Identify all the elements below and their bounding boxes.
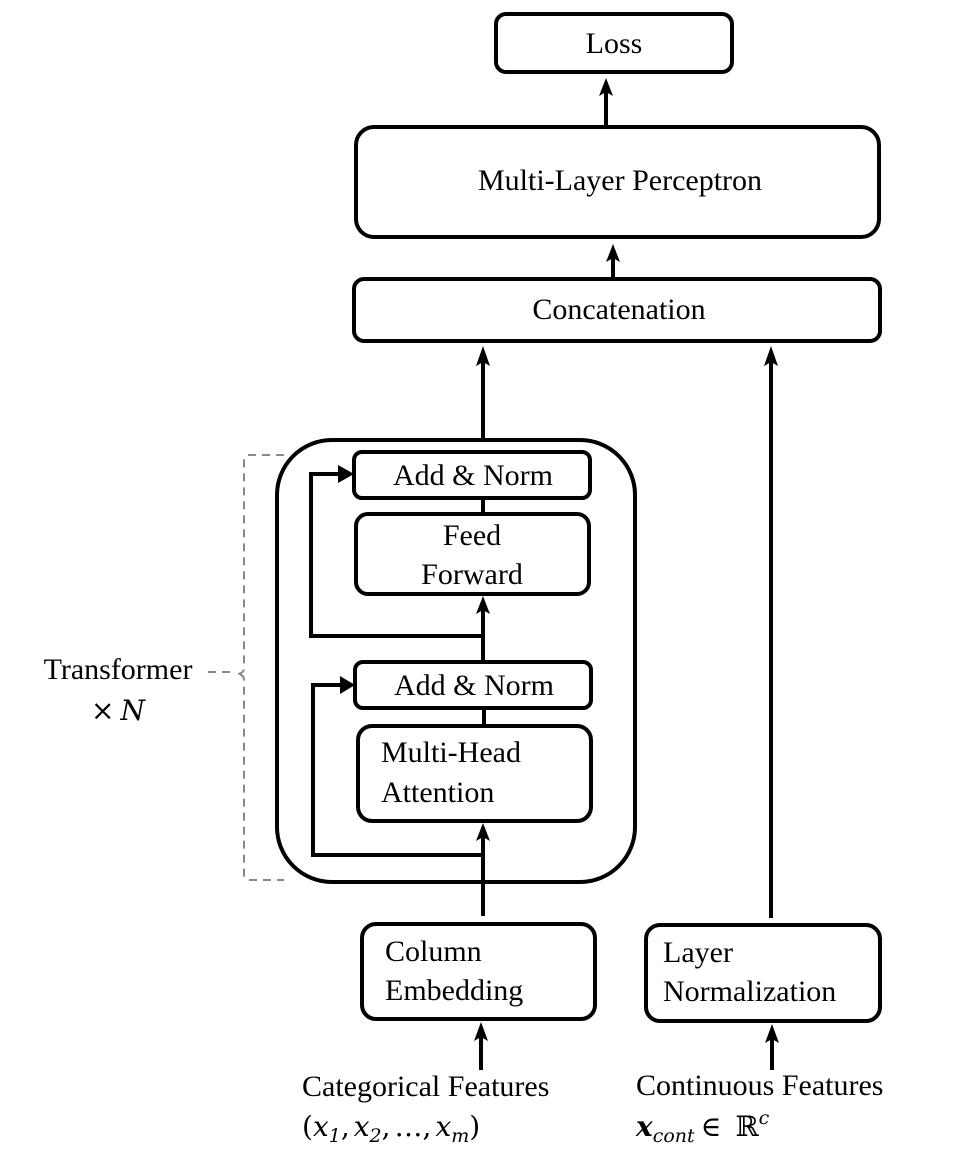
edge-mlp-to-loss [599,78,613,126]
edge-transformer-to-concat [476,346,490,454]
arrowhead-icon [606,244,620,262]
sub-2: 2 [369,1125,382,1147]
edge-layernorm-to-concat [764,346,778,918]
column-embedding-label-line1: Column [385,935,482,968]
residual-connection-top [309,472,483,638]
layer-normalization-label-line2: Normalization [663,975,836,1008]
loss-box [494,12,734,74]
feed-forward-box [354,512,591,596]
arrowhead-icon [474,1022,488,1041]
sub-1: 1 [329,1125,341,1147]
open-paren: ( [302,1110,313,1143]
arrowhead-icon [340,676,355,694]
concatenation-box [352,277,882,343]
mlp-node: Multi-Layer Perceptron [354,125,881,239]
continuous-features-label: Continuous Features [636,1069,884,1102]
categorical-features-label: Categorical Features [302,1070,549,1103]
arrowhead-icon [764,346,778,366]
layer-normalization-node: Layer Normalization [644,923,882,1023]
concatenation-label: Concatenation [532,293,705,326]
dashed-bracket [235,454,284,881]
arrowhead-icon [338,465,354,483]
transformer-block: Add & Norm Feed Forward Add & Norm Multi… [275,438,637,916]
comma: , [341,1110,350,1143]
transformer-label: Transformer [44,653,193,686]
element-of-symbol: ∈ [701,1110,722,1143]
ellipsis: … [395,1110,423,1143]
continuous-features-formula: xcont ∈ ℝc [635,1107,770,1147]
layer-normalization-label-line1: Layer [663,936,733,969]
column-embedding-box [360,922,597,1021]
sub-cont: cont [653,1125,695,1147]
add-norm-bottom-label: Add & Norm [394,669,554,702]
repeat-variable: N [119,694,146,727]
residual-connection-bottom [311,683,483,857]
var-xm: x [435,1110,451,1143]
loss-node: Loss [494,12,734,74]
multi-head-attention-box [356,724,593,823]
feed-forward-label-line1: Feed [443,519,501,552]
mlp-label: Multi-Layer Perceptron [478,164,762,197]
categorical-features-input: Categorical Features (x1,x2,…,xm) [302,1070,549,1147]
edge-categorical-to-embedding [474,1022,488,1070]
concatenation-node: Concatenation [352,277,882,343]
comma: , [382,1110,391,1143]
arrowhead-icon [599,78,613,96]
var-x-bold: x [635,1110,653,1143]
edge-continuous-to-layernorm [765,1024,779,1070]
arrowhead-icon [765,1024,779,1043]
loss-label: Loss [586,27,643,60]
arrowhead-icon [476,346,490,366]
var-x1: x [313,1110,329,1143]
var-x2: x [354,1110,370,1143]
multi-head-attention-label-line2: Attention [381,776,494,809]
close-paren: ) [469,1110,480,1143]
mlp-box [354,125,881,239]
transformer-repeat-label: ×N [91,694,146,727]
categorical-features-formula: (x1,x2,…,xm) [302,1110,480,1147]
transformer-repeat-bracket [208,454,284,881]
column-embedding-label-line2: Embedding [385,974,523,1007]
continuous-features-input: Continuous Features xcont ∈ ℝc [635,1069,884,1147]
add-norm-top-label: Add & Norm [393,459,553,492]
add-norm-top-box [352,450,592,500]
column-embedding-node: Column Embedding [360,922,597,1021]
comma: , [423,1110,432,1143]
times-symbol: × [91,694,114,727]
feed-forward-label-line2: Forward [421,558,523,591]
arrowhead-icon [476,823,490,841]
edge-concat-to-mlp [606,244,620,278]
arrowhead-icon [476,596,490,614]
layer-normalization-box [644,923,882,1023]
real-set-symbol: ℝ [735,1110,759,1143]
sub-m: m [451,1125,469,1147]
sup-c: c [759,1107,770,1129]
multi-head-attention-label-line1: Multi-Head [381,736,521,769]
